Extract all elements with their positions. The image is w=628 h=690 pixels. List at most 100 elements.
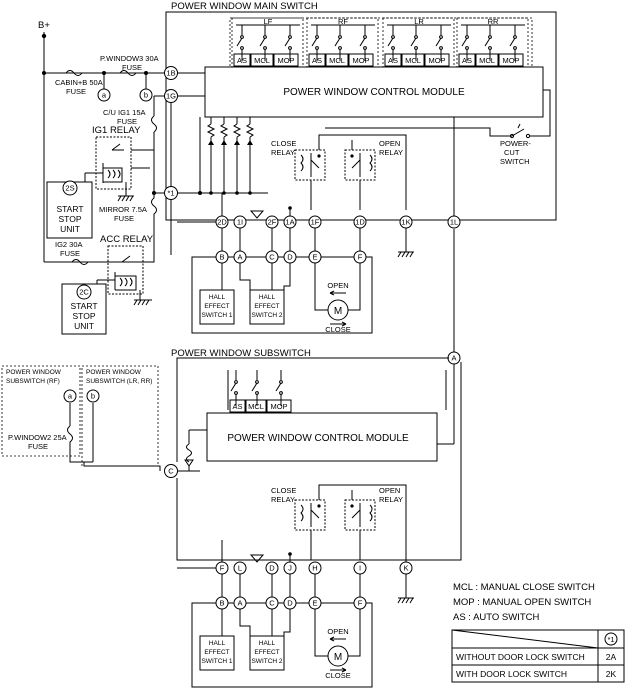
switch-label-lf-mop: MOP	[277, 56, 294, 65]
sub-hall-t3-1: SWITCH 2	[251, 658, 282, 665]
power-cut-label-3: SWITCH	[500, 157, 530, 166]
sub-conn-l: L	[238, 564, 242, 573]
cabin-fuse-2: FUSE	[66, 87, 86, 96]
sub-switch-label-as: AS	[232, 402, 242, 411]
switch-label-lr-mcl: MCL	[405, 56, 421, 65]
main-conn-1l: 1L	[450, 218, 458, 227]
main-hall-t2-1: EFFECT	[254, 303, 279, 310]
sub-close-relay-2: RELAY	[271, 495, 295, 504]
pwindow2-fuse-1: P.WINDOW2 25A	[8, 433, 67, 442]
sub-hall-t2-0: EFFECT	[204, 649, 229, 656]
main-hall-t1-1: HALL	[259, 294, 276, 301]
switch-label-rr-mcl: MCL	[479, 56, 495, 65]
sub-motor-conn-e: E	[312, 599, 317, 608]
sub-conn-h: H	[312, 564, 317, 573]
sub-close-relay-1: CLOSE	[271, 486, 296, 495]
group-label-rf: RF	[338, 17, 348, 26]
main-conn-1i: 1I	[237, 218, 243, 227]
ref-star1-circle	[164, 186, 178, 200]
ref-a-sub: a	[68, 392, 73, 401]
main-motor-symbol: M	[334, 306, 342, 317]
sub-conn-i: I	[359, 564, 361, 573]
ref-b-main-circle	[139, 88, 153, 102]
ref-a-sub-circle	[63, 389, 77, 403]
ig1-relay-label: IG1 RELAY	[92, 125, 141, 136]
ref-2s-circle	[62, 180, 78, 196]
ref-a-main-circle	[97, 88, 111, 102]
main-control-module	[204, 66, 544, 118]
conn-1g-circle	[164, 89, 178, 103]
cuig1-fuse-2: FUSE	[117, 117, 137, 126]
main-conn-1k: 1K	[401, 218, 410, 227]
table-row2-value: 2K	[606, 669, 617, 679]
ref-b-sub: b	[91, 392, 95, 401]
ssu2-l1: START	[70, 301, 97, 311]
pwindow3-fuse-2: FUSE	[122, 63, 142, 72]
sub-hall-1	[199, 635, 235, 671]
sub-hall-t1-0: HALL	[209, 640, 226, 647]
pwindow3-fuse-1: P.WINDOW3 30A	[100, 54, 159, 63]
sub-motor-conn-d: D	[287, 599, 293, 608]
start-stop-unit-2c	[61, 283, 107, 335]
switch-label-lr-as: AS	[388, 56, 398, 65]
sub-motor-harness	[191, 602, 373, 688]
sub-lr-2: SUBSWITCH (LR, RR)	[86, 378, 152, 385]
cuig1-fuse-1: C/U IG1 15A	[103, 108, 146, 117]
main-motor-harness	[191, 256, 373, 334]
sub-motor-symbol: M	[334, 652, 342, 663]
close-relay-box	[294, 149, 326, 181]
main-motor-conn-b: B	[219, 253, 224, 262]
sub-motor-conn-b: B	[219, 599, 224, 608]
main-conn-2d: 2D	[217, 218, 227, 227]
sub-motor-conn-f: F	[358, 599, 363, 608]
sub-motor-close: CLOSE	[325, 671, 350, 680]
sub-switch-label-mcl: MCL	[248, 402, 264, 411]
pwindow2-fuse-2: FUSE	[28, 442, 48, 451]
power-cut-label-2: CUT	[504, 148, 520, 157]
group-label-lr: LR	[414, 17, 424, 26]
main-hall-t2-0: EFFECT	[204, 303, 229, 310]
conn-1b: 1B	[166, 69, 175, 78]
main-module-label: POWER WINDOW CONTROL MODULE	[283, 87, 465, 98]
open-relay-label-2: RELAY	[379, 148, 403, 157]
subswitch-title: POWER WINDOW SUBSWITCH	[171, 348, 311, 359]
switch-label-lf-mcl: MCL	[254, 56, 270, 65]
ssu1-l2: STOP	[59, 214, 82, 224]
group-label-lf: LF	[264, 17, 273, 26]
ig2-fuse-1: IG2 30A	[55, 240, 83, 249]
acc-relay-box	[107, 245, 144, 295]
table-row2-label: WITH DOOR LOCK SWITCH	[456, 669, 567, 679]
sub-conn-d: D	[269, 564, 275, 573]
conn-1g: 1G	[166, 92, 176, 101]
door-lock-table: *1 WITHOUT DOOR LOCK SWITCH 2A WITH DOOR…	[451, 629, 625, 683]
main-switch-title: POWER WINDOW MAIN SWITCH	[171, 1, 318, 12]
main-conn-1f: 1F	[311, 218, 320, 227]
sub-lr-1: POWER WINDOW	[86, 369, 142, 376]
legend-mop: MOP : MANUAL OPEN SWITCH	[453, 597, 591, 608]
main-motor-conn-a: A	[237, 253, 242, 262]
sub-conn-f: F	[220, 564, 225, 573]
table-row1-value: 2A	[606, 652, 617, 662]
table-row1-label: WITHOUT DOOR LOCK SWITCH	[456, 652, 585, 662]
switch-label-rr-as: AS	[462, 56, 472, 65]
main-motor-conn-f: F	[358, 253, 363, 262]
main-conn-1d: 1D	[355, 218, 365, 227]
switch-label-rf-as: AS	[312, 56, 322, 65]
resistor-ladder	[206, 117, 255, 195]
sub-hall-t1-1: HALL	[259, 640, 276, 647]
main-motor-conn-c: C	[269, 253, 275, 262]
ssu2-l3: UNIT	[74, 321, 94, 331]
ig1-relay-box	[95, 136, 132, 190]
main-conn-1a: 1A	[285, 218, 294, 227]
main-conn-2f: 2F	[268, 218, 277, 227]
legend-as: AS : AUTO SWITCH	[453, 612, 540, 623]
sub-motor-conn-a: A	[237, 599, 242, 608]
sub-rf-2: SUBSWITCH (RF)	[6, 378, 60, 385]
switch-label-rr-mop: MOP	[502, 56, 519, 65]
switch-label-rf-mop: MOP	[352, 56, 369, 65]
ref-star1: *1	[167, 189, 174, 198]
ref-b-main: b	[144, 91, 148, 100]
